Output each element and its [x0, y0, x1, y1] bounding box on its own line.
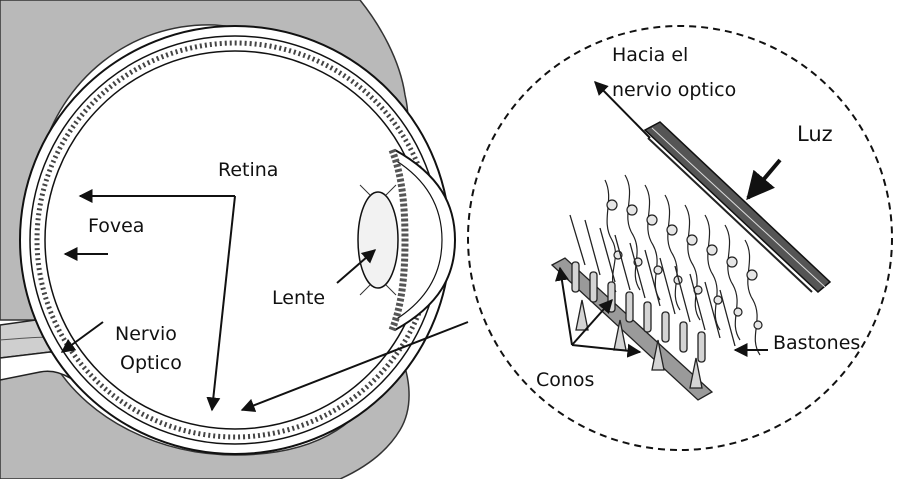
- lens: [358, 192, 398, 288]
- label-optico: Optico: [120, 352, 182, 374]
- label-bastones: Bastones: [773, 332, 860, 354]
- label-conos: Conos: [536, 369, 594, 391]
- label-retina: Retina: [218, 159, 278, 181]
- label-lente: Lente: [272, 287, 325, 309]
- label-hacia-line1: Hacia el: [612, 44, 688, 66]
- label-nervio: Nervio: [115, 323, 177, 345]
- label-fovea: Fovea: [88, 215, 144, 237]
- label-hacia-line2: nervio optico: [612, 79, 736, 101]
- eyeball: [20, 26, 455, 454]
- label-luz: Luz: [797, 122, 833, 146]
- retina-zoom-circle: Hacia el nervio optico Luz Bastones Cono…: [468, 26, 892, 450]
